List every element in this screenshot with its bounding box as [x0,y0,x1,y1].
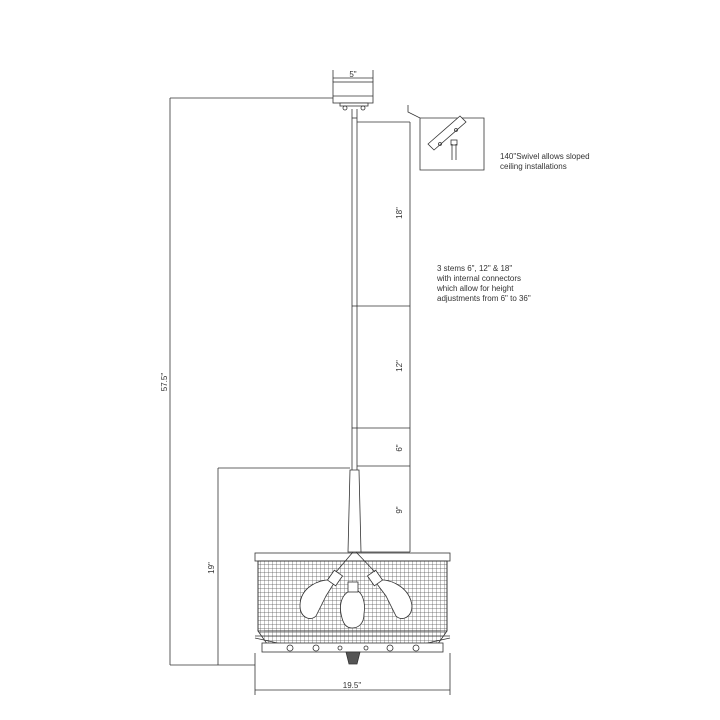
stems-note-line: 3 stems 6", 12" & 18" [437,264,513,273]
canopy-width-dimension [332,70,374,82]
swivel-note-line: 140"Swivel allows sloped [500,152,590,161]
swivel-detail [407,105,485,171]
bulbs [299,551,413,629]
overall-height-dimension [169,97,333,666]
stem-12-label: 12" [395,360,404,372]
stem [347,109,362,553]
fixture-width-label: 19.5" [342,681,362,690]
stems-note-line: with internal connectors [437,274,522,283]
stems-note-line: adjustments from 6" to 36" [437,294,531,303]
swivel-note: 140"Swivel allows sloped ceiling install… [500,152,590,172]
canopy-width-label: 5" [349,70,357,79]
stem-6-label: 6" [395,444,404,452]
stems-note: 3 stems 6", 12" & 18" with internal conn… [437,264,531,304]
stem-segment-guides [357,121,411,553]
overall-height-label: 57.5" [160,372,169,392]
fixture-width-dimension [254,653,451,695]
fixture-height-dimension [217,467,350,665]
stems-note-line: which allow for height [437,284,514,293]
swivel-note-line: ceiling installations [500,162,567,171]
base-stem-label: 9" [395,506,404,514]
fixture-height-label: 19" [207,562,216,574]
canopy [332,81,374,111]
stem-18-label: 18" [395,207,404,219]
